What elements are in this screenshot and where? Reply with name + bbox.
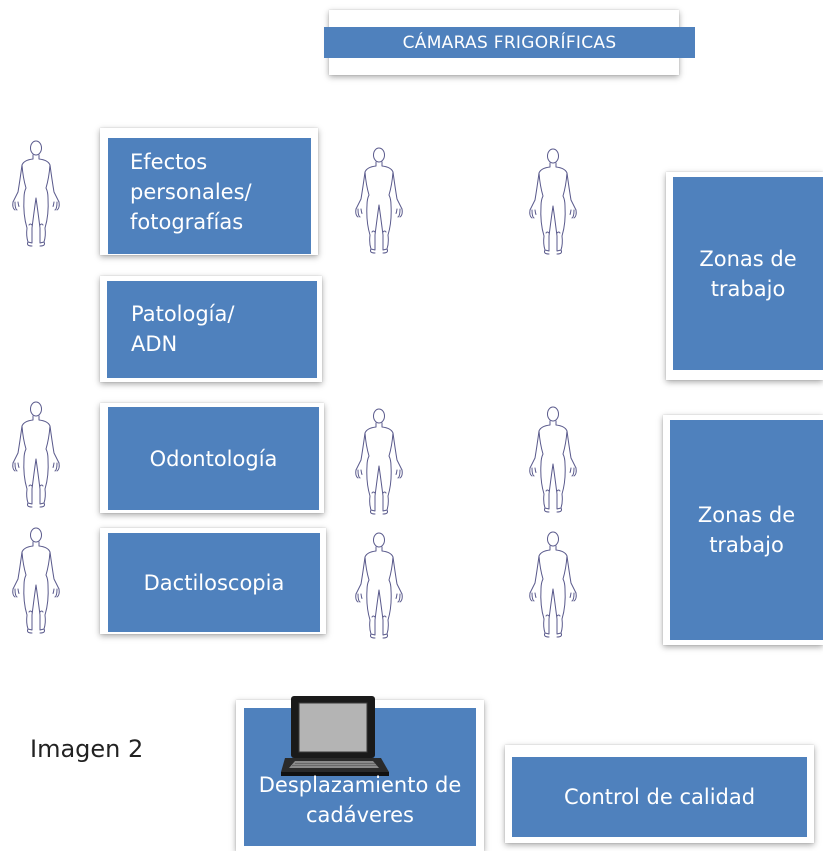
body-icon: [527, 148, 579, 258]
patologia-line-1: Patología/: [131, 302, 235, 326]
station-efectos-personales: Efectos personales/ fotografías: [108, 138, 311, 254]
work-zone-1-line-1: Zonas de: [699, 246, 797, 271]
efectos-line-1: Efectos: [130, 150, 208, 174]
caption: Imagen 2: [30, 735, 144, 763]
efectos-line-2: personales/: [130, 180, 252, 204]
work-zone-2-line-2: trabajo: [709, 533, 784, 557]
body-icon: [353, 147, 405, 257]
body-icon: [353, 408, 405, 518]
patologia-line-2: ADN: [131, 332, 178, 356]
quality-label: Control de calidad: [563, 785, 756, 809]
body-icon: [10, 527, 62, 637]
quality-control-box: Control de calidad: [512, 757, 807, 837]
body-icon: [527, 406, 579, 516]
work-zone-2: Zonas de trabajo: [670, 420, 823, 640]
body-icon: [353, 532, 405, 642]
transport-line-2: de cadáveres: [306, 773, 462, 827]
laptop-icon: [281, 694, 391, 780]
title-banner: CÁMARAS FRIGORÍFICAS: [324, 27, 695, 58]
station-odontologia: Odontología: [108, 407, 319, 510]
transport-line-1: Desplazamiento: [258, 773, 429, 797]
station-dactiloscopia: Dactiloscopia: [108, 533, 320, 632]
transport-label: Desplazamiento de cadáveres: [244, 770, 476, 830]
work-zone-2-line-1: Zonas de: [697, 503, 796, 527]
work-zone-1: Zonas de trabajo: [673, 177, 823, 370]
body-icon: [10, 140, 62, 250]
work-zone-1-line-2: trabajo: [710, 276, 786, 301]
odontologia-label: Odontología: [149, 446, 278, 471]
efectos-line-3: fotografías: [130, 210, 244, 234]
body-icon: [10, 401, 62, 511]
body-icon: [527, 531, 579, 641]
station-patologia-adn: Patología/ ADN: [107, 281, 317, 378]
dactiloscopia-label: Dactiloscopia: [143, 570, 285, 595]
title-text: CÁMARAS FRIGORÍFICAS: [402, 32, 617, 53]
